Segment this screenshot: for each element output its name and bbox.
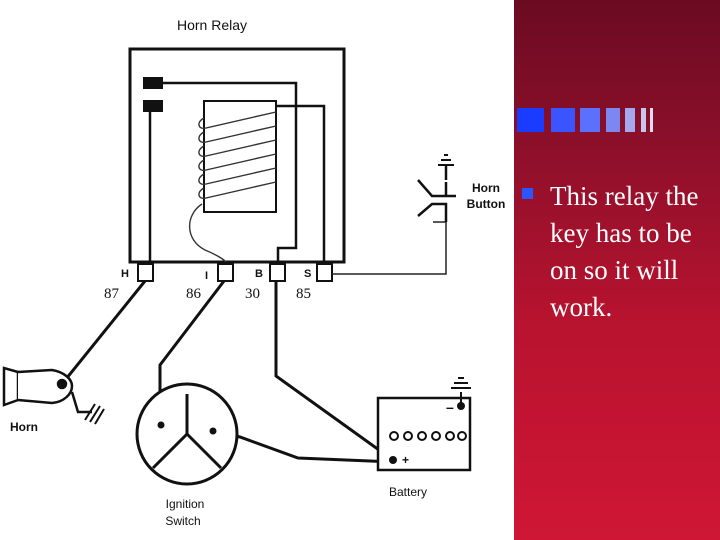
terminal-letter-b: B	[255, 268, 263, 280]
decor-square-3	[580, 108, 600, 132]
terminal-s	[316, 263, 333, 282]
decor-square-1	[517, 108, 544, 132]
horn-button-symbol	[417, 154, 456, 222]
battery-plus-label: +	[402, 453, 409, 467]
terminal-i	[217, 263, 234, 282]
decor-square-7	[650, 108, 653, 132]
bullet-square-icon	[522, 188, 533, 199]
terminal-number-86: 86	[186, 286, 202, 302]
horn-label: Horn	[10, 420, 38, 434]
relay-terminals	[137, 263, 333, 282]
terminal-number-30: 30	[245, 286, 260, 302]
decor-square-4	[606, 108, 620, 132]
terminal-h	[137, 263, 154, 282]
relay-contact-lower	[143, 100, 163, 112]
relay-housing	[128, 47, 346, 264]
terminal-letter-i: I	[205, 270, 208, 282]
battery-minus-label: –	[446, 399, 454, 415]
wire-b-to-battery	[274, 281, 394, 462]
wire-ignition-to-battery	[213, 429, 394, 464]
relay-contact-upper	[143, 77, 163, 89]
ignition-switch-symbol	[135, 382, 239, 486]
horn-button-label-line2: Button	[467, 197, 506, 211]
horn-relay-wiring-diagram: Horn Relay H I B S 87 86	[2, 17, 506, 528]
horn-button-label-line1: Horn	[472, 181, 500, 195]
terminal-letter-s: S	[304, 268, 311, 280]
relay-title: Horn Relay	[177, 17, 247, 33]
bullet-text: This relay the key has to be on so it wi…	[550, 181, 699, 322]
slide-side-panel: This relay the key has to be on so it wi…	[514, 0, 720, 540]
wire-h-to-horn	[60, 280, 147, 385]
decor-square-6	[641, 108, 646, 132]
wire-s-to-horn-button	[332, 221, 447, 275]
terminal-b	[269, 263, 286, 282]
horn-symbol	[2, 366, 105, 425]
terminal-number-87: 87	[104, 286, 120, 302]
terminal-number-85: 85	[296, 286, 311, 302]
ignition-label-line2: Switch	[165, 514, 200, 528]
terminal-letter-h: H	[121, 268, 129, 280]
ignition-label-line1: Ignition	[166, 497, 205, 511]
battery-symbol	[376, 377, 472, 472]
decor-square-2	[551, 108, 575, 132]
decor-square-5	[625, 108, 635, 132]
battery-label: Battery	[389, 485, 427, 499]
